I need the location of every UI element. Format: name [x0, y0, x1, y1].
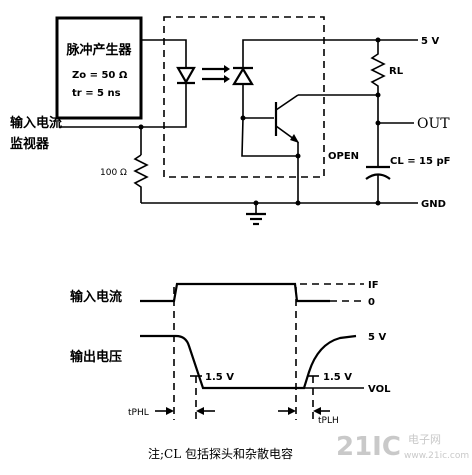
junction-dot-gnd-2	[295, 200, 301, 206]
tplh-arrow-left-head	[288, 407, 296, 415]
watermark-site: 电子网	[408, 433, 441, 446]
resistor-100-label: 100 Ω	[100, 168, 127, 178]
tphl-arrow-left-head	[166, 407, 174, 415]
open-label: OPEN	[328, 151, 359, 162]
light-arrow-2-head	[224, 75, 230, 83]
wire-led-to-monitor	[60, 84, 187, 128]
vol-label: VOL	[368, 384, 391, 395]
watermark-url: www.21ic.com	[404, 451, 469, 461]
pulse-generator-impedance: Zo = 50 Ω	[72, 70, 128, 81]
transistor-collector	[275, 94, 299, 111]
junction-dot-rl	[375, 92, 381, 98]
junction-dot-gnd	[375, 200, 381, 206]
footnote: 注;CL 包括探头和杂散电容	[148, 446, 293, 461]
light-arrow-1-head	[224, 65, 230, 73]
if-label: IF	[368, 280, 379, 291]
watermark-brand: 21IC	[336, 432, 401, 462]
optocoupler-boundary	[163, 16, 325, 178]
input-current-monitor-label-2: 监视器	[10, 136, 50, 152]
five-volt-label: 5 V	[368, 332, 386, 343]
out-label: OUT	[417, 116, 450, 132]
pulse-generator-rise-time: tr = 5 ns	[72, 88, 121, 99]
wire-photodiode-top	[242, 39, 378, 68]
load-resistor-rl	[370, 40, 386, 123]
tphl-label: tPHL	[128, 408, 149, 418]
zero-label: 0	[368, 297, 375, 308]
threshold-label-1: 1.5 V	[205, 372, 234, 383]
cl-label: CL = 15 pF	[390, 156, 450, 167]
input-current-monitor-label-1: 输入电流	[10, 115, 62, 131]
tplh-arrow-right-head	[313, 407, 321, 415]
tplh-label: tPLH	[318, 416, 339, 426]
pulse-generator-title: 脉冲产生器	[65, 42, 132, 58]
tphl-arrow-right-head	[196, 407, 204, 415]
input-current-label: 输入电流	[70, 289, 122, 305]
input-current-waveform	[140, 282, 330, 303]
led-diode-icon	[176, 66, 196, 85]
wire-generator-to-led	[141, 39, 187, 68]
resistor-100-ohm	[133, 154, 149, 203]
gnd-label: GND	[421, 199, 446, 210]
vcc-label: 5 V	[421, 36, 439, 47]
output-voltage-waveform	[140, 334, 357, 390]
rl-label: RL	[389, 66, 404, 77]
photodiode-icon	[232, 66, 254, 86]
wire-photodiode-bottom	[241, 84, 298, 157]
junction-dot-emitter	[295, 153, 301, 159]
transistor-emitter-arrow	[290, 134, 299, 143]
pulse-generator-box	[55, 16, 143, 120]
output-voltage-label: 输出电压	[70, 349, 122, 365]
threshold-label-2: 1.5 V	[323, 372, 352, 383]
junction-dot	[138, 124, 144, 130]
